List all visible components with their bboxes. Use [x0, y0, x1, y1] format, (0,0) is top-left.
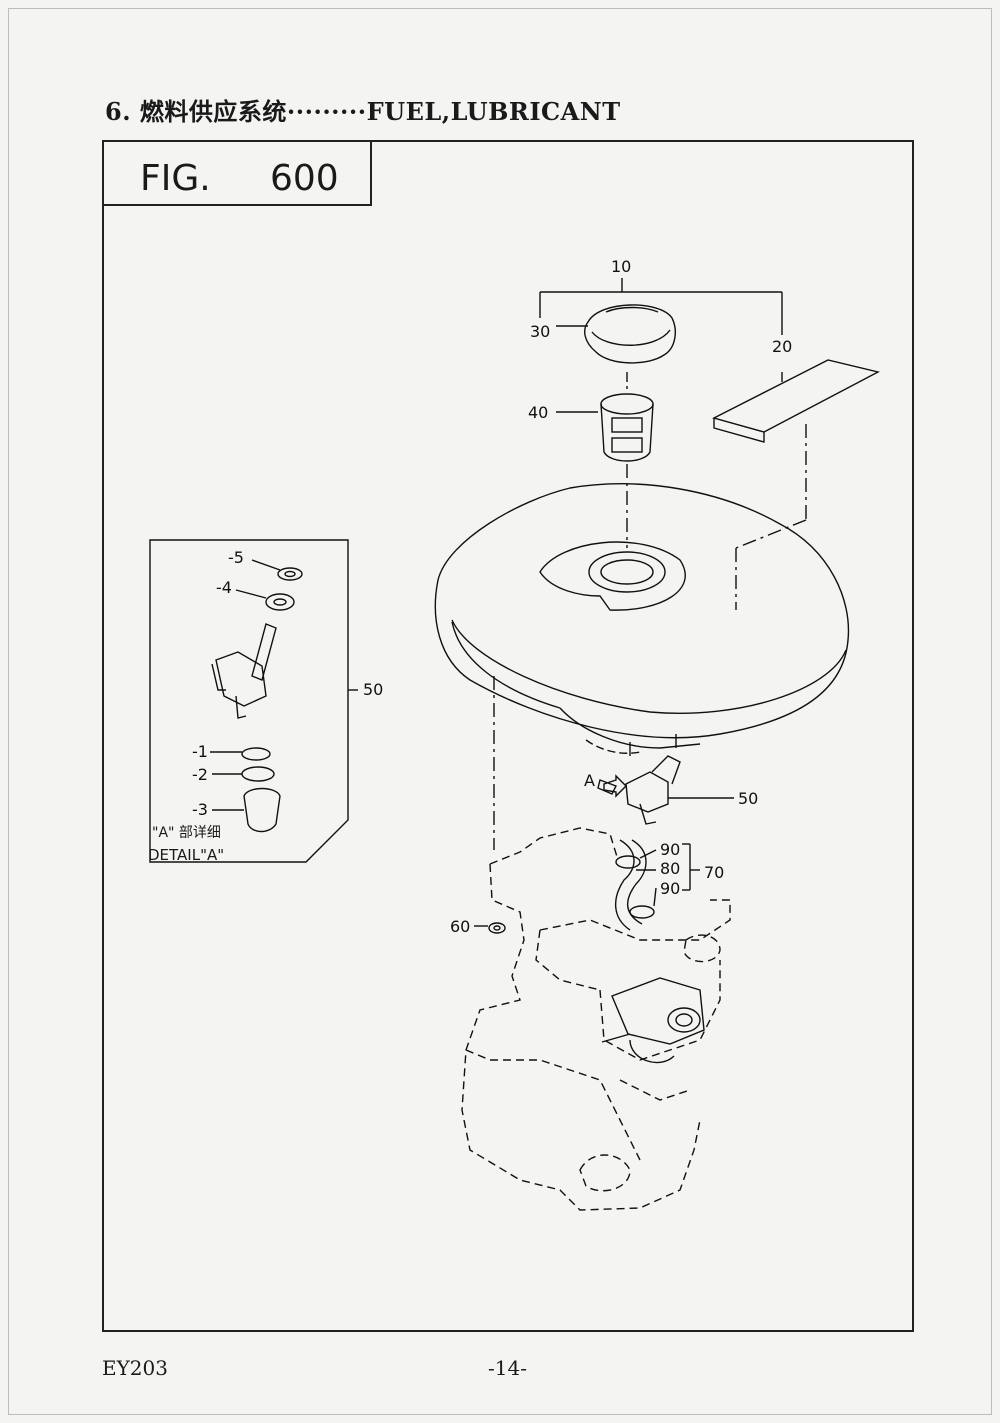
figure-number: 600: [270, 158, 339, 199]
callout-10-bracket: [539, 278, 783, 335]
page-border: [8, 8, 992, 1415]
figure-frame: [102, 140, 914, 1332]
callout-20: 20: [772, 337, 792, 356]
footer-model: EY203: [102, 1356, 168, 1380]
washer-60-part: [474, 922, 506, 934]
fuel-tank-part: [434, 483, 850, 850]
fuel-cock-part: [597, 755, 734, 825]
detail-a-inset: [149, 539, 358, 863]
callout-minus-3: -3: [192, 800, 208, 819]
callout-90-top: 90: [660, 840, 680, 859]
callout-70: 70: [704, 863, 724, 882]
callout-60: 60: [450, 917, 470, 936]
callout-40: 40: [528, 403, 548, 422]
section-title: 6. 燃料供应系统·········FUEL,LUBRICANT: [105, 97, 621, 126]
callout-minus-1: -1: [192, 742, 208, 761]
fuel-strainer-part: [556, 372, 654, 548]
engine-block-part: [461, 827, 731, 1211]
detail-a-caption: "A" 部详细 DETAIL"A": [148, 822, 225, 866]
callout-minus-5: -5: [228, 548, 244, 567]
carburetor-part: [601, 977, 705, 1064]
detail-caption-cn: "A" 部详细: [152, 825, 221, 841]
figure-label: FIG.: [140, 158, 211, 199]
callout-50-main: 50: [738, 789, 758, 808]
callout-50-detail: 50: [363, 680, 383, 699]
arrow-a-indicator: [603, 774, 627, 798]
callout-minus-4: -4: [216, 578, 232, 597]
detail-caption-en: DETAIL"A": [148, 846, 225, 864]
figure-label-box: FIG. 600: [102, 140, 372, 206]
fuel-cap-part: [556, 304, 676, 364]
arrow-a-label: A: [584, 771, 595, 790]
label-plate-part: [712, 359, 880, 610]
callout-10: 10: [611, 257, 631, 276]
footer-page-number: -14-: [488, 1356, 527, 1380]
callout-90-bottom: 90: [660, 879, 680, 898]
callout-30: 30: [530, 322, 550, 341]
fuel-hose-part: [615, 839, 700, 931]
callout-minus-2: -2: [192, 765, 208, 784]
callout-80: 80: [660, 859, 680, 878]
detail-a-parts: [210, 559, 303, 833]
